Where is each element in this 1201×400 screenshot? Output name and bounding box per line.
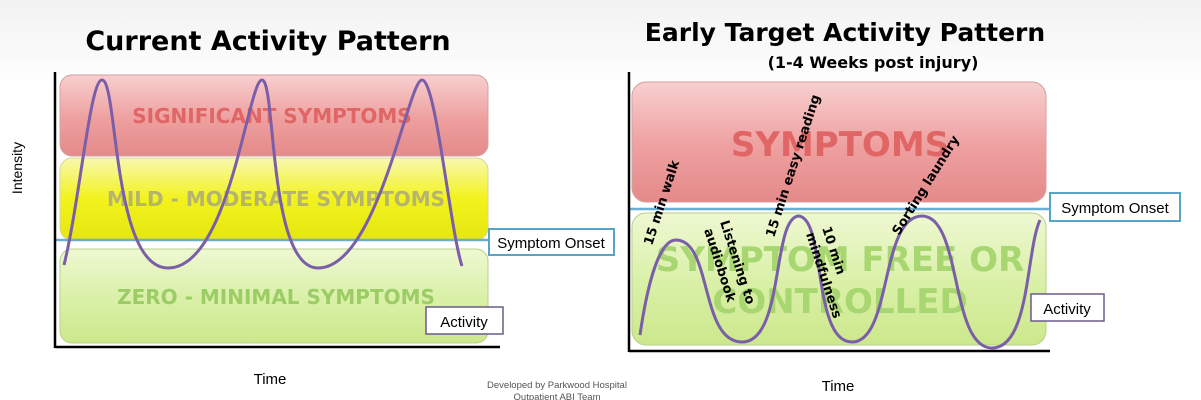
left-band-zero-minimal-label: ZERO - MINIMAL SYMPTOMS [117,285,435,309]
right-activity-label: Activity [1043,301,1091,318]
right-band-symptom-free-line2: CONTROLLED [712,282,967,322]
right-band-symptom-free-line1: SYMPTOM FREE OR [656,240,1024,280]
left-band-mild-moderate-label: MILD - MODERATE SYMPTOMS [107,187,445,211]
left-activity-curve [62,78,464,270]
footer-line2: Outpatient ABI Team [514,392,601,400]
right-band-symptoms [631,81,1047,203]
right-activity-curve [638,214,1042,350]
left-symptom-onset-box [488,228,615,256]
left-panel: Current Activity Pattern SIGNIFICANT SYM… [9,26,615,388]
left-activity-label: Activity [440,314,488,331]
left-symptom-onset-label: Symptom Onset [497,235,605,252]
right-band-symptoms-label: SYMPTOMS [731,125,949,165]
left-x-axis-label: Time [254,371,287,388]
right-panel: Early Target Activity Pattern (1-4 Weeks… [627,18,1181,395]
right-activity-box [1030,293,1105,322]
right-x-axis-label: Time [822,378,855,395]
right-symptom-onset-label: Symptom Onset [1061,200,1169,217]
left-y-axis-label: Intensity [9,142,25,194]
right-band-symptom-free [631,212,1047,346]
footer-line1: Developed by Parkwood Hospital [487,380,627,391]
right-subtitle: (1-4 Weeks post injury) [768,53,979,72]
right-title: Early Target Activity Pattern [645,18,1045,47]
left-band-zero-minimal [59,248,489,344]
left-activity-box [425,306,504,335]
right-symptom-onset-box [1049,192,1181,222]
left-title: Current Activity Pattern [85,26,450,57]
